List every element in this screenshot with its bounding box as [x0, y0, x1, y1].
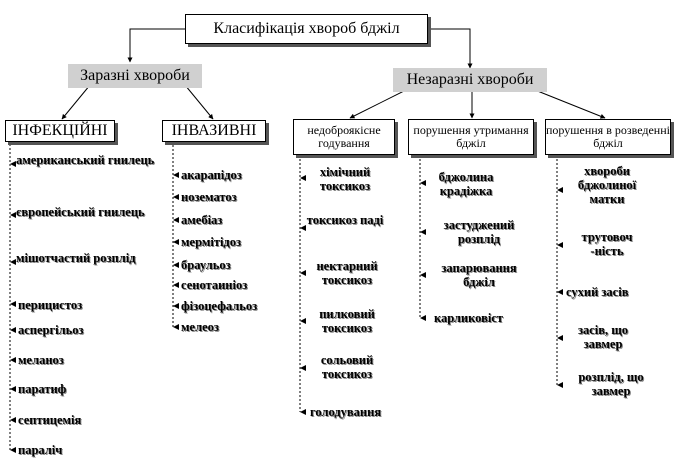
breeding-title: порушення в розведенні бджіл	[546, 123, 670, 150]
keeping-item: бджолина крадіжка	[438, 170, 494, 198]
contagious-band: Заразні хвороби	[68, 64, 202, 88]
keeping-item: застуджений розплід	[443, 218, 515, 246]
invasive-item: мелеоз	[181, 320, 219, 334]
root-box: Класифікація хвороб бджіл	[185, 14, 428, 44]
infectious-item: параліч	[18, 443, 63, 457]
noncontagious-title: Незаразні хвороби	[406, 71, 534, 88]
invasive-box: ІНВАЗИВНІ	[162, 120, 266, 142]
keeping-title: порушення утримання бджіл	[413, 123, 529, 150]
breeding-item: розплід, що завмер	[578, 370, 644, 398]
feeding-item: сольовий токсикоз	[320, 353, 374, 381]
infectious-title: ІНФЕКЦІЙНІ	[12, 121, 108, 139]
infectious-item: європейський гнилець	[16, 205, 145, 219]
root-title: Класифікація хвороб бджіл	[213, 19, 400, 37]
breeding-item: трутовоч -ність	[581, 230, 633, 258]
feeding-item: голодування	[310, 405, 382, 419]
feeding-title: недоброякісне годування	[307, 123, 381, 150]
infectious-item: паратиф	[18, 382, 67, 396]
infectious-item: перицистоз	[18, 298, 83, 312]
breeding-item: сухий засів	[566, 285, 629, 299]
invasive-item: браульоз	[181, 258, 231, 272]
infectious-item: септицемія	[18, 413, 82, 427]
infectious-item: меланоз	[18, 353, 64, 367]
invasive-item: мермітідоз	[181, 235, 242, 249]
invasive-item: акарапідоз	[181, 168, 242, 182]
keeping-item: карликовіст	[434, 311, 504, 325]
noncontagious-band: Незаразні хвороби	[393, 68, 547, 92]
invasive-item: амебіаз	[181, 213, 223, 227]
contagious-title: Заразні хвороби	[80, 67, 190, 84]
breeding-item: хвороби бджолиної матки	[577, 164, 637, 206]
infectious-item: мішотчастий розплід	[16, 251, 136, 265]
breeding-box: порушення в розведенні бджіл	[545, 119, 671, 155]
infectious-box: ІНФЕКЦІЙНІ	[5, 120, 115, 142]
feeding-item: нектарний токсикоз	[316, 259, 378, 287]
feeding-item: токсикоз паді	[306, 213, 384, 227]
breeding-item: засів, що завмер	[577, 323, 629, 351]
infectious-item: американський гнилець	[16, 153, 155, 167]
feeding-item: хімічний токсикоз	[319, 165, 371, 193]
feeding-box: недоброякісне годування	[293, 119, 395, 155]
invasive-item: фізоцефальоз	[181, 299, 258, 313]
invasive-item: сенотаиніоз	[181, 278, 248, 292]
keeping-box: порушення утримання бджіл	[408, 119, 534, 155]
infectious-item: аспергільоз	[18, 323, 84, 337]
keeping-item: запарювання бджіл	[441, 261, 517, 289]
feeding-item: пилковий токсикоз	[319, 307, 375, 335]
invasive-item: нозематоз	[181, 190, 237, 204]
invasive-title: ІНВАЗИВНІ	[171, 121, 257, 139]
